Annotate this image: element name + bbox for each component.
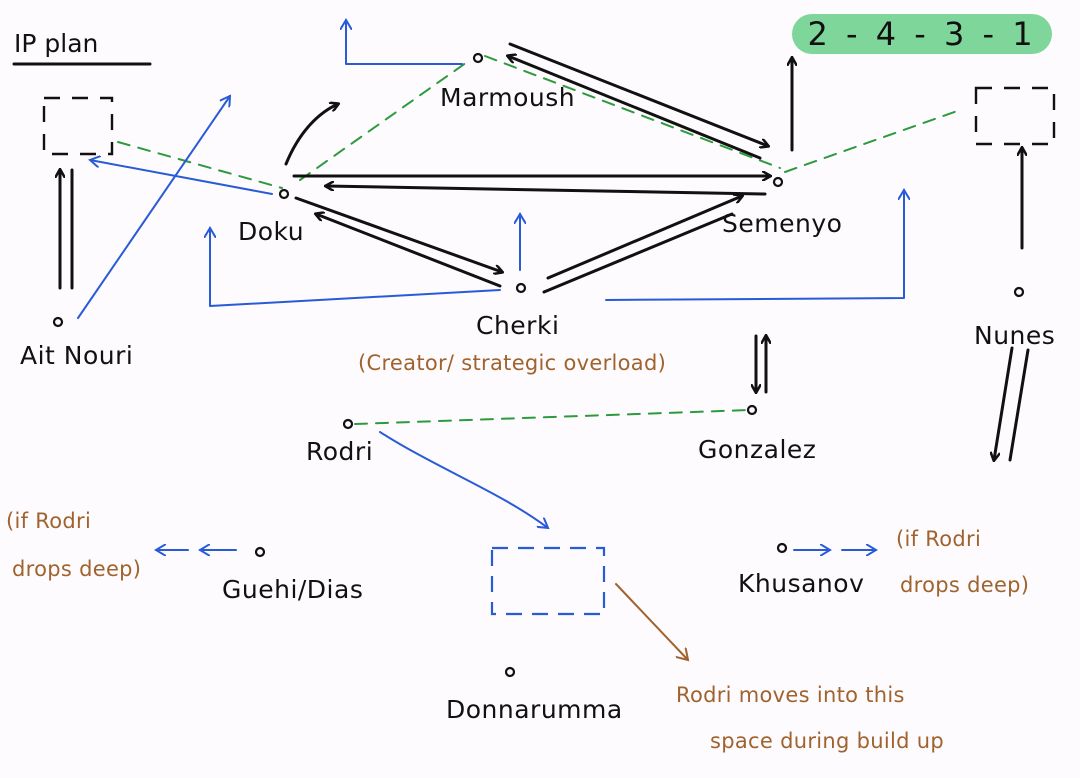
- note-if-rodri-left-2: drops deep): [12, 557, 141, 581]
- label-semenyo: Semenyo: [722, 209, 842, 238]
- space-box-left: [42, 96, 114, 156]
- run-rodri-space: [379, 431, 548, 528]
- lane-doku-marmoush: [299, 59, 471, 181]
- label-doku: Doku: [238, 217, 304, 246]
- lane-semenyo-box: [784, 109, 961, 173]
- player-names: Marmoush Doku Semenyo Cherki Ait Nouri N…: [20, 83, 1055, 724]
- label-rodri: Rodri: [306, 437, 373, 466]
- black-arrows: [60, 42, 1030, 462]
- marker-marmoush: [472, 52, 484, 64]
- run-doku-box: [90, 160, 273, 195]
- note-rodri-space-1: Rodri moves into this: [676, 683, 905, 707]
- label-donnarumma: Donnarumma: [446, 695, 623, 724]
- marker-doku: [278, 188, 290, 200]
- marker-semenyo: [772, 176, 784, 188]
- arrow-doku-marmoush: [284, 104, 338, 166]
- rodri-space-box: [490, 546, 606, 616]
- label-guehi-dias: Guehi/Dias: [222, 575, 363, 604]
- arrow-semenyo-cherki: [542, 212, 734, 294]
- arrow-marmoush-semenyo-1: [508, 42, 768, 146]
- arrow-doku-cherki: [294, 196, 502, 272]
- passing-lanes: [117, 55, 961, 425]
- note-if-rodri-left-1: (if Rodri: [6, 509, 91, 533]
- arrow-nunes-down-2: [1008, 348, 1030, 462]
- run-cherki-left: [210, 228, 501, 307]
- arrow-semenyo-doku: [326, 186, 767, 196]
- label-cherki: Cherki: [476, 311, 559, 340]
- run-marmoush-up: [346, 20, 463, 65]
- lane-rodri-gonzalez: [354, 409, 751, 425]
- note-cherki-role: (Creator/ strategic overload): [358, 351, 666, 375]
- formation-badge: [792, 14, 1052, 54]
- note-rodri-space-2: space during build up: [710, 729, 944, 753]
- note-if-rodri-right-1: (if Rodri: [896, 527, 981, 551]
- marker-gonzalez: [746, 404, 758, 416]
- arrow-marmoush-semenyo-2: [508, 56, 762, 160]
- note-if-rodri-right-2: drops deep): [900, 573, 1029, 597]
- space-box-right: [974, 86, 1056, 146]
- marker-ait-nouri: [52, 316, 64, 328]
- lane-marmoush-semenyo: [484, 55, 781, 169]
- label-ait-nouri: Ait Nouri: [20, 341, 133, 370]
- arrow-cherki-doku: [316, 214, 502, 288]
- label-nunes: Nunes: [974, 321, 1055, 350]
- label-marmoush: Marmoush: [440, 83, 575, 112]
- blue-arrows: [77, 20, 904, 550]
- marker-donnarumma: [504, 666, 516, 678]
- label-gonzalez: Gonzalez: [698, 435, 816, 464]
- lane-doku-box: [117, 141, 283, 189]
- run-cherki-right: [605, 190, 904, 301]
- arrow-space-note: [615, 583, 688, 660]
- marker-rodri: [342, 418, 354, 430]
- arrow-nunes-down-1: [994, 346, 1014, 460]
- marker-khusanov: [776, 542, 788, 554]
- formation-label: 2 - 4 - 3 - 1: [807, 15, 1036, 53]
- run-aitnouri-diagonal: [77, 96, 230, 319]
- plan-title: IP plan: [14, 29, 98, 58]
- marker-guehi-dias: [254, 546, 266, 558]
- player-markers: [52, 52, 1025, 678]
- label-khusanov: Khusanov: [738, 569, 864, 598]
- notes: (Creator/ strategic overload) (if Rodri …: [6, 351, 1029, 753]
- arrow-cherki-semenyo: [546, 196, 742, 280]
- marker-nunes: [1013, 286, 1025, 298]
- marker-cherki: [515, 282, 527, 294]
